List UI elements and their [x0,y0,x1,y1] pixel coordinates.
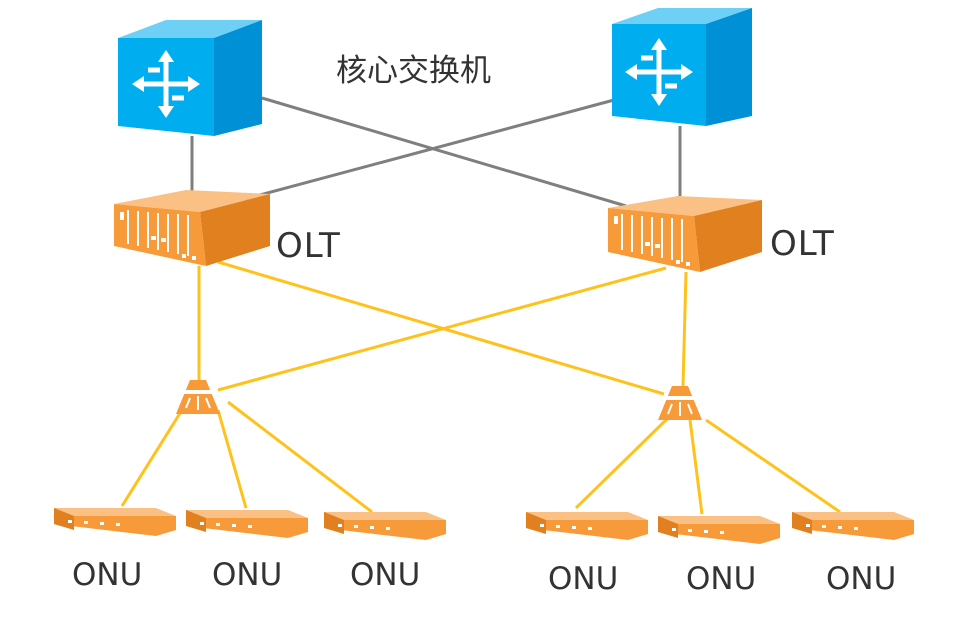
onu-device-2 [186,510,308,538]
onu-device-3 [324,512,446,540]
olt-right [608,196,762,272]
onu-label-6: ONU [826,561,897,597]
onu-device-5 [658,516,780,544]
olt-fiber-links [197,260,688,396]
core-switch-label: 核心交换机 [336,53,491,89]
link-core-left-olt-right [261,96,627,208]
onu-fiber-links [120,400,841,515]
core-switch-right [612,8,752,126]
onu-label-4: ONU [548,561,619,597]
onu-device-6 [792,512,914,540]
onu-device-1 [54,508,176,536]
link-splitter-right-onu-6 [705,418,841,514]
olt-left [114,190,270,266]
olt-card-slots [621,214,683,262]
olt-leds [120,212,196,260]
optical-splitter-right [658,386,702,420]
link-splitter-left-onu-1 [120,409,184,507]
onu-label-3: ONU [350,557,421,593]
link-splitter-right-onu-4 [574,416,670,510]
link-olt-right-splitter-left [217,266,667,392]
olt-leds [614,216,690,266]
olt-card-slots [127,210,189,256]
link-core-right-olt-left [244,98,615,201]
optical-splitter-left [176,380,220,414]
link-splitter-left-onu-3 [227,400,373,514]
olt-label-right: OLT [770,224,835,264]
olt-label-left: OLT [276,226,341,266]
core-links [190,96,682,208]
onu-device-4 [526,512,648,540]
link-splitter-left-onu-2 [216,409,248,509]
link-olt-right-splitter-right [681,271,688,387]
onu-label-5: ONU [686,561,757,597]
link-splitter-right-onu-5 [688,419,704,515]
onu-label-1: ONU [72,557,143,593]
core-switch-left [118,20,262,136]
onu-label-2: ONU [212,557,283,593]
